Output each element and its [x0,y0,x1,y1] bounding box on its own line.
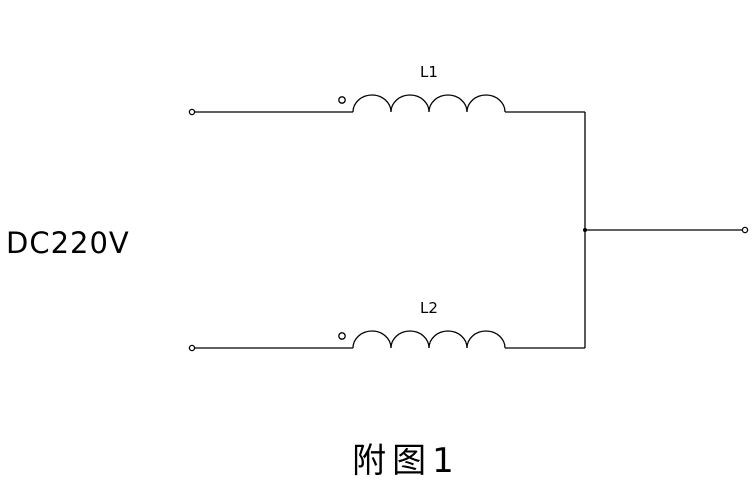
figure-caption: 附图1 [352,441,460,481]
l2-polarity-dot [338,332,346,340]
input-terminal-bottom [188,344,196,352]
inductor-l2-label: L2 [420,299,438,317]
inductor-l2-coil [352,330,506,349]
inductor-l1-coil [352,94,506,113]
inductor-l1-label: L1 [420,63,438,81]
source-label: DC220V [6,226,130,260]
input-terminal-top [188,108,196,116]
junction-dot [583,228,587,232]
l1-polarity-dot [338,96,346,104]
output-terminal [741,226,749,234]
